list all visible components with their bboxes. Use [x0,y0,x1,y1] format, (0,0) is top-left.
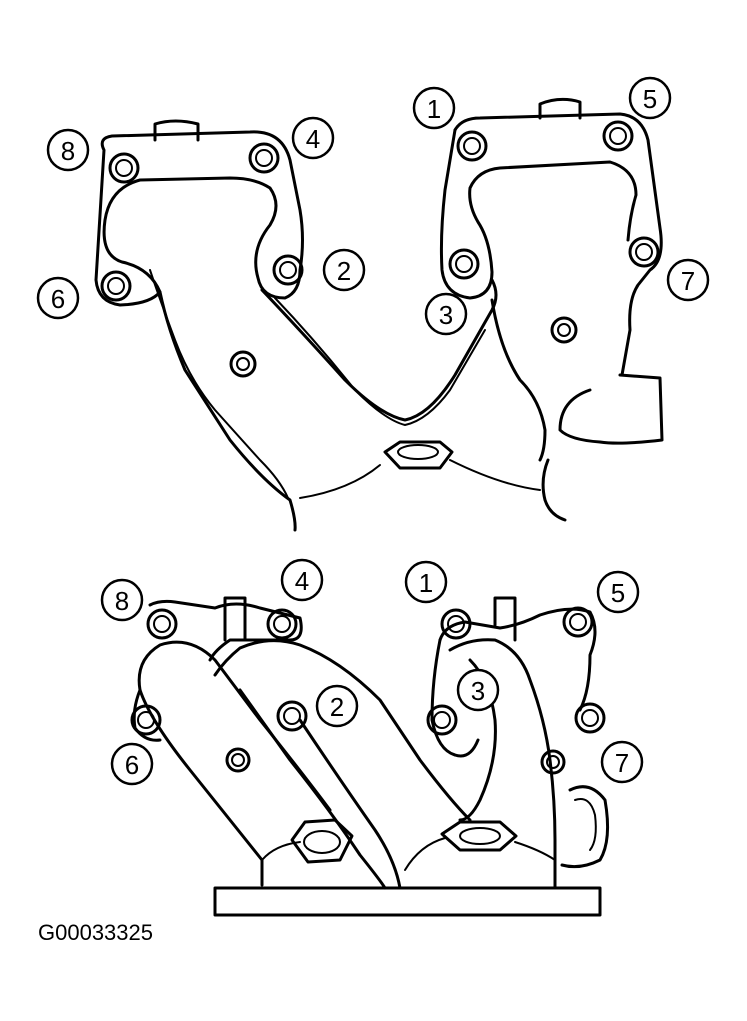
top-right-stud-stub [538,97,582,120]
bottom-left-stud-stub [223,596,247,642]
top-right-flange [453,112,663,377]
svg-text:7: 7 [681,266,695,296]
bottom-callout-8: 8 [100,578,144,622]
bottom-left-runner-lower [238,688,387,890]
top-stud-7 [628,236,660,268]
svg-text:6: 6 [125,750,139,780]
bottom-left-flange [148,599,303,662]
top-port-left [229,350,257,378]
top-stud-2 [272,254,304,286]
top-left-stud-stub [153,119,200,142]
svg-text:5: 5 [643,84,657,114]
bottom-stud-5 [562,606,594,638]
bottom-callout-7: 7 [600,740,644,784]
top-callout-5: 5 [628,76,672,120]
top-callout-4: 4 [291,116,335,160]
top-callout-3: 3 [424,292,468,336]
top-collar-edge [541,458,567,522]
top-stud-8 [108,152,140,184]
bottom-right-runner-body [448,638,557,890]
top-base-arc-left [299,464,381,499]
svg-text:4: 4 [306,124,320,154]
top-stud-6 [100,270,132,302]
top-stud-1 [456,130,488,162]
bottom-left-runner-edge [298,718,402,890]
svg-text:3: 3 [439,300,453,330]
top-left-flange [94,130,304,307]
bottom-callout-2: 2 [315,684,359,728]
top-runner-inner-left [149,269,289,499]
top-manifold-view: 8 4 1 5 6 2 3 7 [36,76,710,532]
bottom-callout-1: 1 [404,560,448,604]
bottom-callout-4: 4 [280,558,324,602]
bottom-stud-1 [440,608,472,640]
bottom-nut-right [440,820,518,852]
bottom-right-runner [438,607,597,712]
top-stud-4 [248,142,280,174]
svg-text:4: 4 [295,566,309,596]
top-port-right [550,316,578,344]
bottom-stud-7 [574,702,606,734]
top-center-nut [383,440,454,470]
figure-id-label: G00033325 [38,920,153,945]
bottom-left-runner-crossover [213,639,472,822]
bottom-left-runner [137,640,332,887]
bottom-callout-6: 6 [110,742,154,786]
bottom-right-outlet-inner [574,798,597,851]
svg-text:8: 8 [61,136,75,166]
bottom-base-plate [213,886,602,917]
bottom-nut-left [290,818,354,864]
bottom-port-right [540,749,566,775]
bottom-right-outlet [560,785,610,869]
svg-text:3: 3 [471,676,485,706]
bottom-stud-3 [426,704,458,736]
bottom-callout-3: 3 [456,668,500,712]
svg-text:8: 8 [115,586,129,616]
svg-text:2: 2 [330,692,344,722]
svg-text:6: 6 [51,284,65,314]
bottom-right-flange-lower [430,638,480,758]
svg-text:1: 1 [419,568,433,598]
svg-text:5: 5 [611,578,625,608]
bottom-right-stud-stub [493,596,517,642]
bottom-port-left [225,747,251,773]
top-stud-3 [448,248,480,280]
top-callout-7: 7 [666,258,710,302]
bottom-stud-4 [266,608,298,640]
top-callout-8: 8 [46,128,90,172]
bottom-base-arc-middle [404,837,446,871]
top-stud-5 [602,120,634,152]
top-right-body [490,298,547,462]
top-callout-2: 2 [322,248,366,292]
bottom-callout-5: 5 [596,570,640,614]
top-runner-body [158,290,297,532]
top-base-arc-right [449,459,541,491]
top-center-nut-face [397,444,439,460]
top-right-flange-inner [439,128,638,300]
svg-text:7: 7 [615,748,629,778]
svg-text:1: 1 [427,94,441,124]
bottom-stud-8 [146,608,178,640]
top-callout-1: 1 [412,86,456,130]
top-callout-6: 6 [36,276,80,320]
bottom-stud-2 [276,700,308,732]
top-outlet-collar [558,373,664,445]
bottom-stud-6 [130,704,162,736]
top-runner-v-inner [274,297,486,426]
bottom-base-arc-left [261,841,301,861]
bottom-base-arc-right [514,841,556,861]
svg-text:2: 2 [337,256,351,286]
bottom-manifold-view: 8 4 1 5 2 3 6 7 [100,558,644,917]
